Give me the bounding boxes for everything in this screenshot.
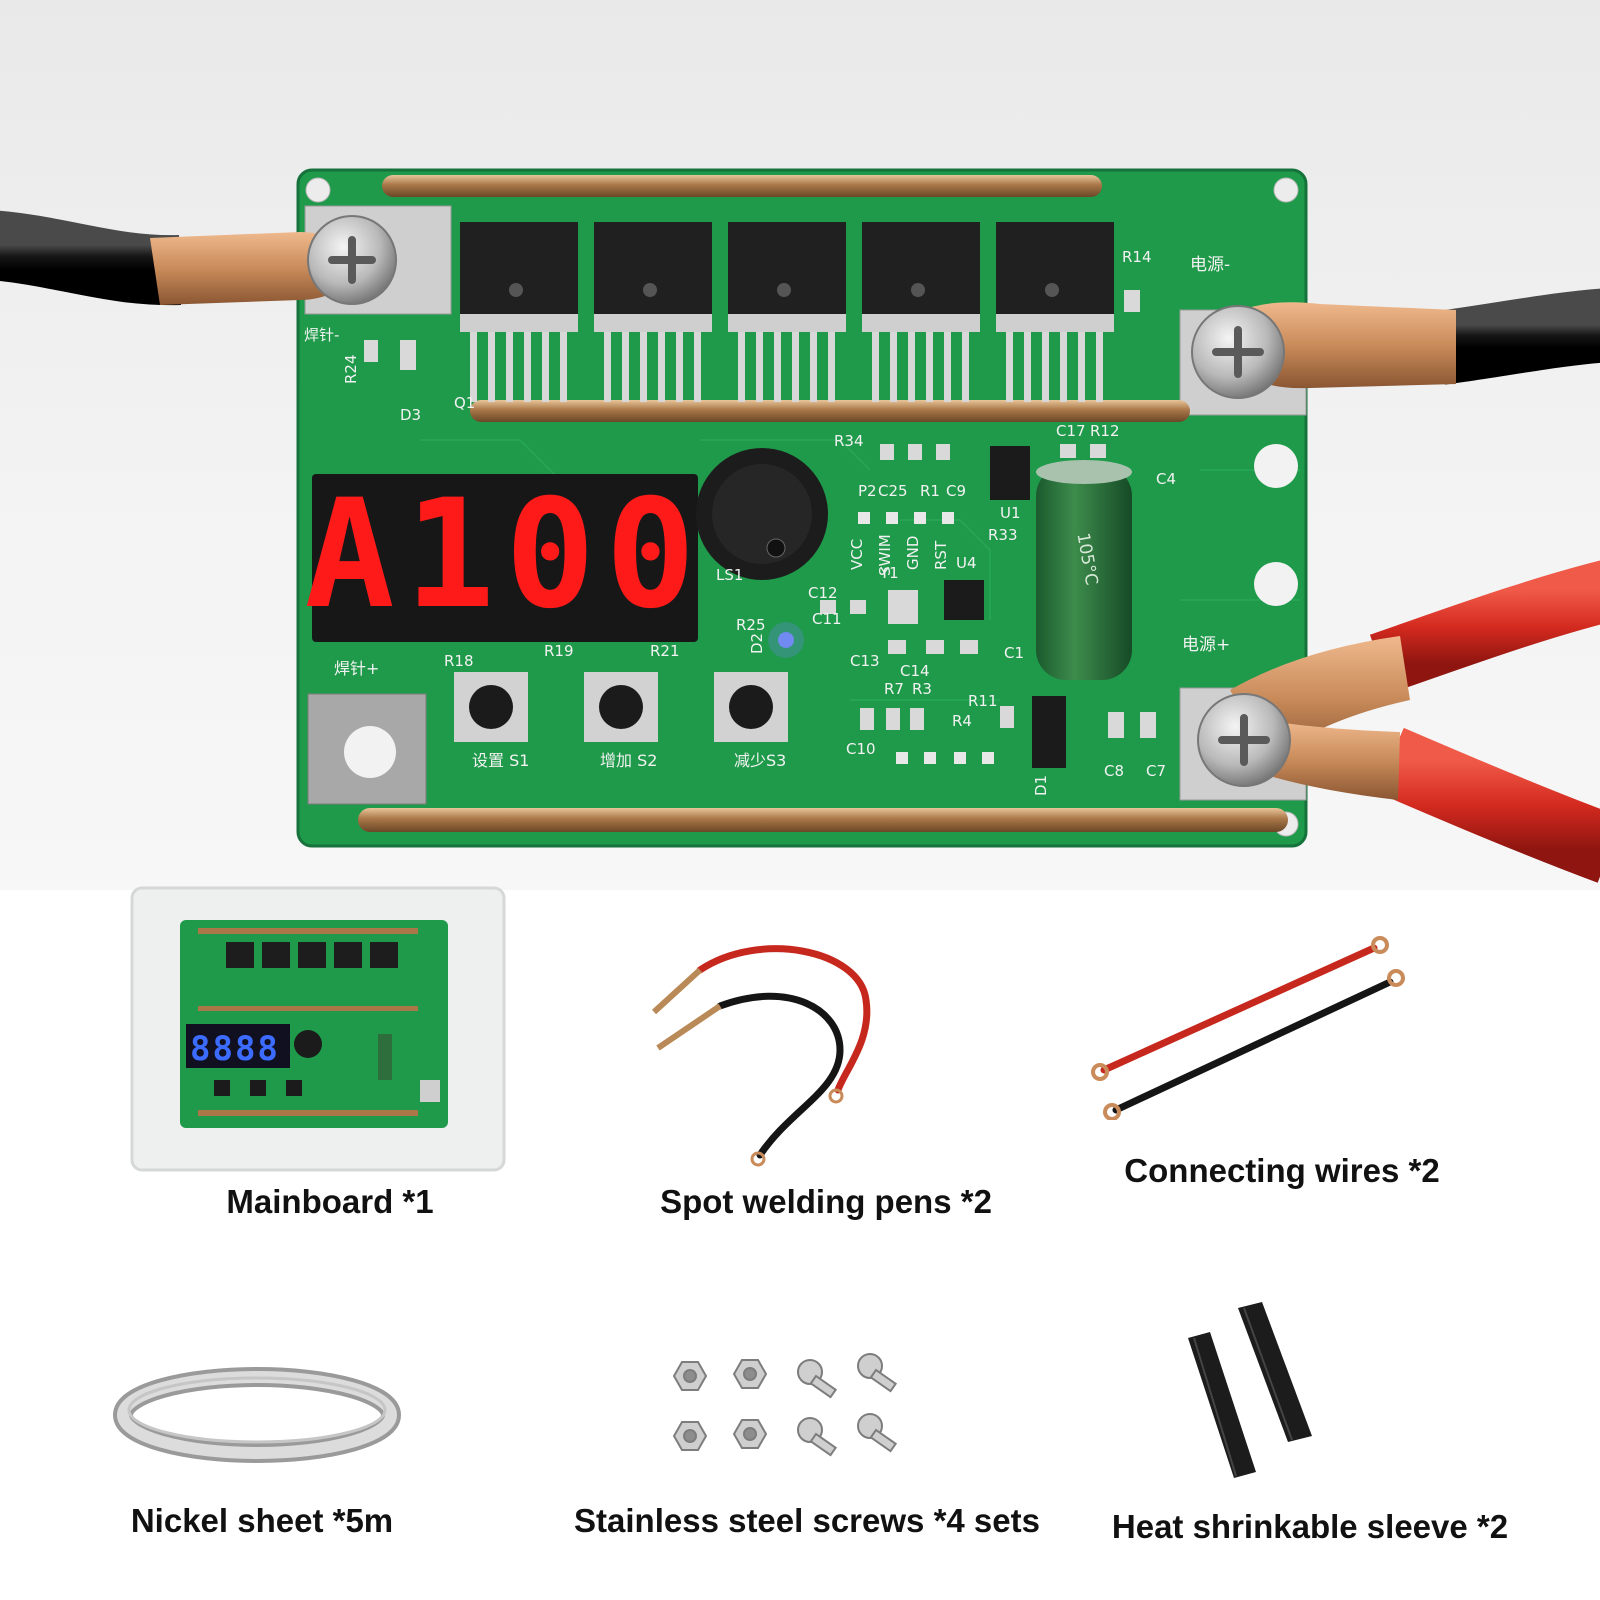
svg-text:C7: C7	[1146, 762, 1166, 780]
svg-text:R7: R7	[884, 680, 904, 698]
svg-text:C13: C13	[850, 652, 880, 670]
svg-text:R3: R3	[912, 680, 932, 698]
svg-text:GND: GND	[904, 536, 922, 570]
mainboard-thumbnail: 8888	[128, 884, 508, 1174]
svg-text:U4: U4	[956, 554, 977, 572]
nickel-sheet-thumbnail	[112, 1360, 402, 1470]
svg-text:VCC: VCC	[848, 539, 866, 570]
spot-welder-board-photo: A100 105°C	[0, 168, 1600, 883]
svg-text:C17: C17	[1056, 422, 1086, 440]
svg-text:SWIM: SWIM	[876, 534, 894, 576]
svg-text:C4: C4	[1156, 470, 1176, 488]
svg-text:R1: R1	[920, 482, 940, 500]
svg-text:R24: R24	[342, 354, 360, 384]
svg-text:R18: R18	[444, 652, 474, 670]
mosfet-array	[460, 222, 1114, 402]
svg-text:R14: R14	[1122, 248, 1152, 266]
svg-text:C8: C8	[1104, 762, 1124, 780]
svg-text:D1: D1	[1032, 775, 1050, 796]
svg-text:C14: C14	[900, 662, 930, 680]
item-label-welding-pens: Spot welding pens *2	[660, 1183, 992, 1220]
screws-thumbnail	[660, 1350, 900, 1470]
power-cable-positive	[1197, 560, 1600, 883]
svg-text:R25: R25	[736, 616, 766, 634]
svg-text:C12: C12	[808, 584, 838, 602]
svg-text:U1: U1	[1000, 504, 1021, 522]
svg-text:LS1: LS1	[716, 566, 743, 584]
svg-text:R33: R33	[988, 526, 1018, 544]
svg-text:R12: R12	[1090, 422, 1120, 440]
svg-text:增加 S2: 增加 S2	[600, 751, 657, 770]
power-cable-negative	[1191, 288, 1600, 399]
svg-text:焊针+: 焊针+	[334, 659, 379, 678]
decrease-button[interactable]	[714, 672, 788, 742]
electrolytic-capacitor: 105°C	[1036, 460, 1132, 680]
svg-text:R21: R21	[650, 642, 680, 660]
item-label-screws: Stainless steel screws *4 sets	[574, 1502, 1040, 1539]
svg-text:设置 S1: 设置 S1	[472, 751, 529, 770]
svg-text:P2: P2	[858, 482, 877, 500]
svg-text:D3: D3	[400, 406, 421, 424]
item-label-connecting-wires: Connecting wires *2	[1124, 1152, 1440, 1189]
buzzer	[696, 448, 828, 580]
connecting-wires-thumbnail	[1090, 930, 1430, 1121]
welding-pens-thumbnail	[640, 940, 900, 1170]
item-label-heat-shrink: Heat shrinkable sleeve *2	[1111, 1508, 1509, 1545]
svg-text:电源+: 电源+	[1182, 635, 1230, 655]
svg-text:C11: C11	[812, 610, 842, 628]
increase-button[interactable]	[584, 672, 658, 742]
heat-shrink-thumbnail	[1180, 1300, 1340, 1480]
svg-text:C10: C10	[846, 740, 876, 758]
svg-text:焊针-: 焊针-	[304, 326, 339, 344]
display-digits: A100	[304, 468, 705, 642]
svg-text:Q1: Q1	[454, 394, 475, 412]
seven-segment-display: A100	[304, 468, 705, 642]
silkscreen-labels: R14 电源- 电源+ 焊针- 焊针+ R24 D3 Q1 R34 C17 R1…	[304, 248, 1230, 796]
hero-photo: A100 105°C	[0, 0, 1600, 890]
svg-text:8888: 8888	[190, 1029, 280, 1069]
set-button[interactable]	[454, 672, 528, 742]
svg-text:C25: C25	[878, 482, 908, 500]
svg-text:R11: R11	[968, 692, 998, 710]
svg-text:C9: C9	[946, 482, 966, 500]
item-label-nickel-sheet: Nickel sheet *5m	[130, 1502, 394, 1539]
svg-text:D2: D2	[748, 633, 766, 654]
svg-text:电源-: 电源-	[1190, 255, 1230, 275]
svg-text:Y1: Y1	[879, 564, 899, 582]
svg-text:R34: R34	[834, 432, 864, 450]
svg-text:C1: C1	[1004, 644, 1024, 662]
pen-cable-negative	[0, 210, 397, 306]
svg-text:R4: R4	[952, 712, 972, 730]
svg-text:RST: RST	[932, 540, 950, 570]
item-label-mainboard: Mainboard *1	[226, 1183, 434, 1220]
svg-text:R19: R19	[544, 642, 574, 660]
svg-text:减少S3: 减少S3	[734, 751, 786, 770]
